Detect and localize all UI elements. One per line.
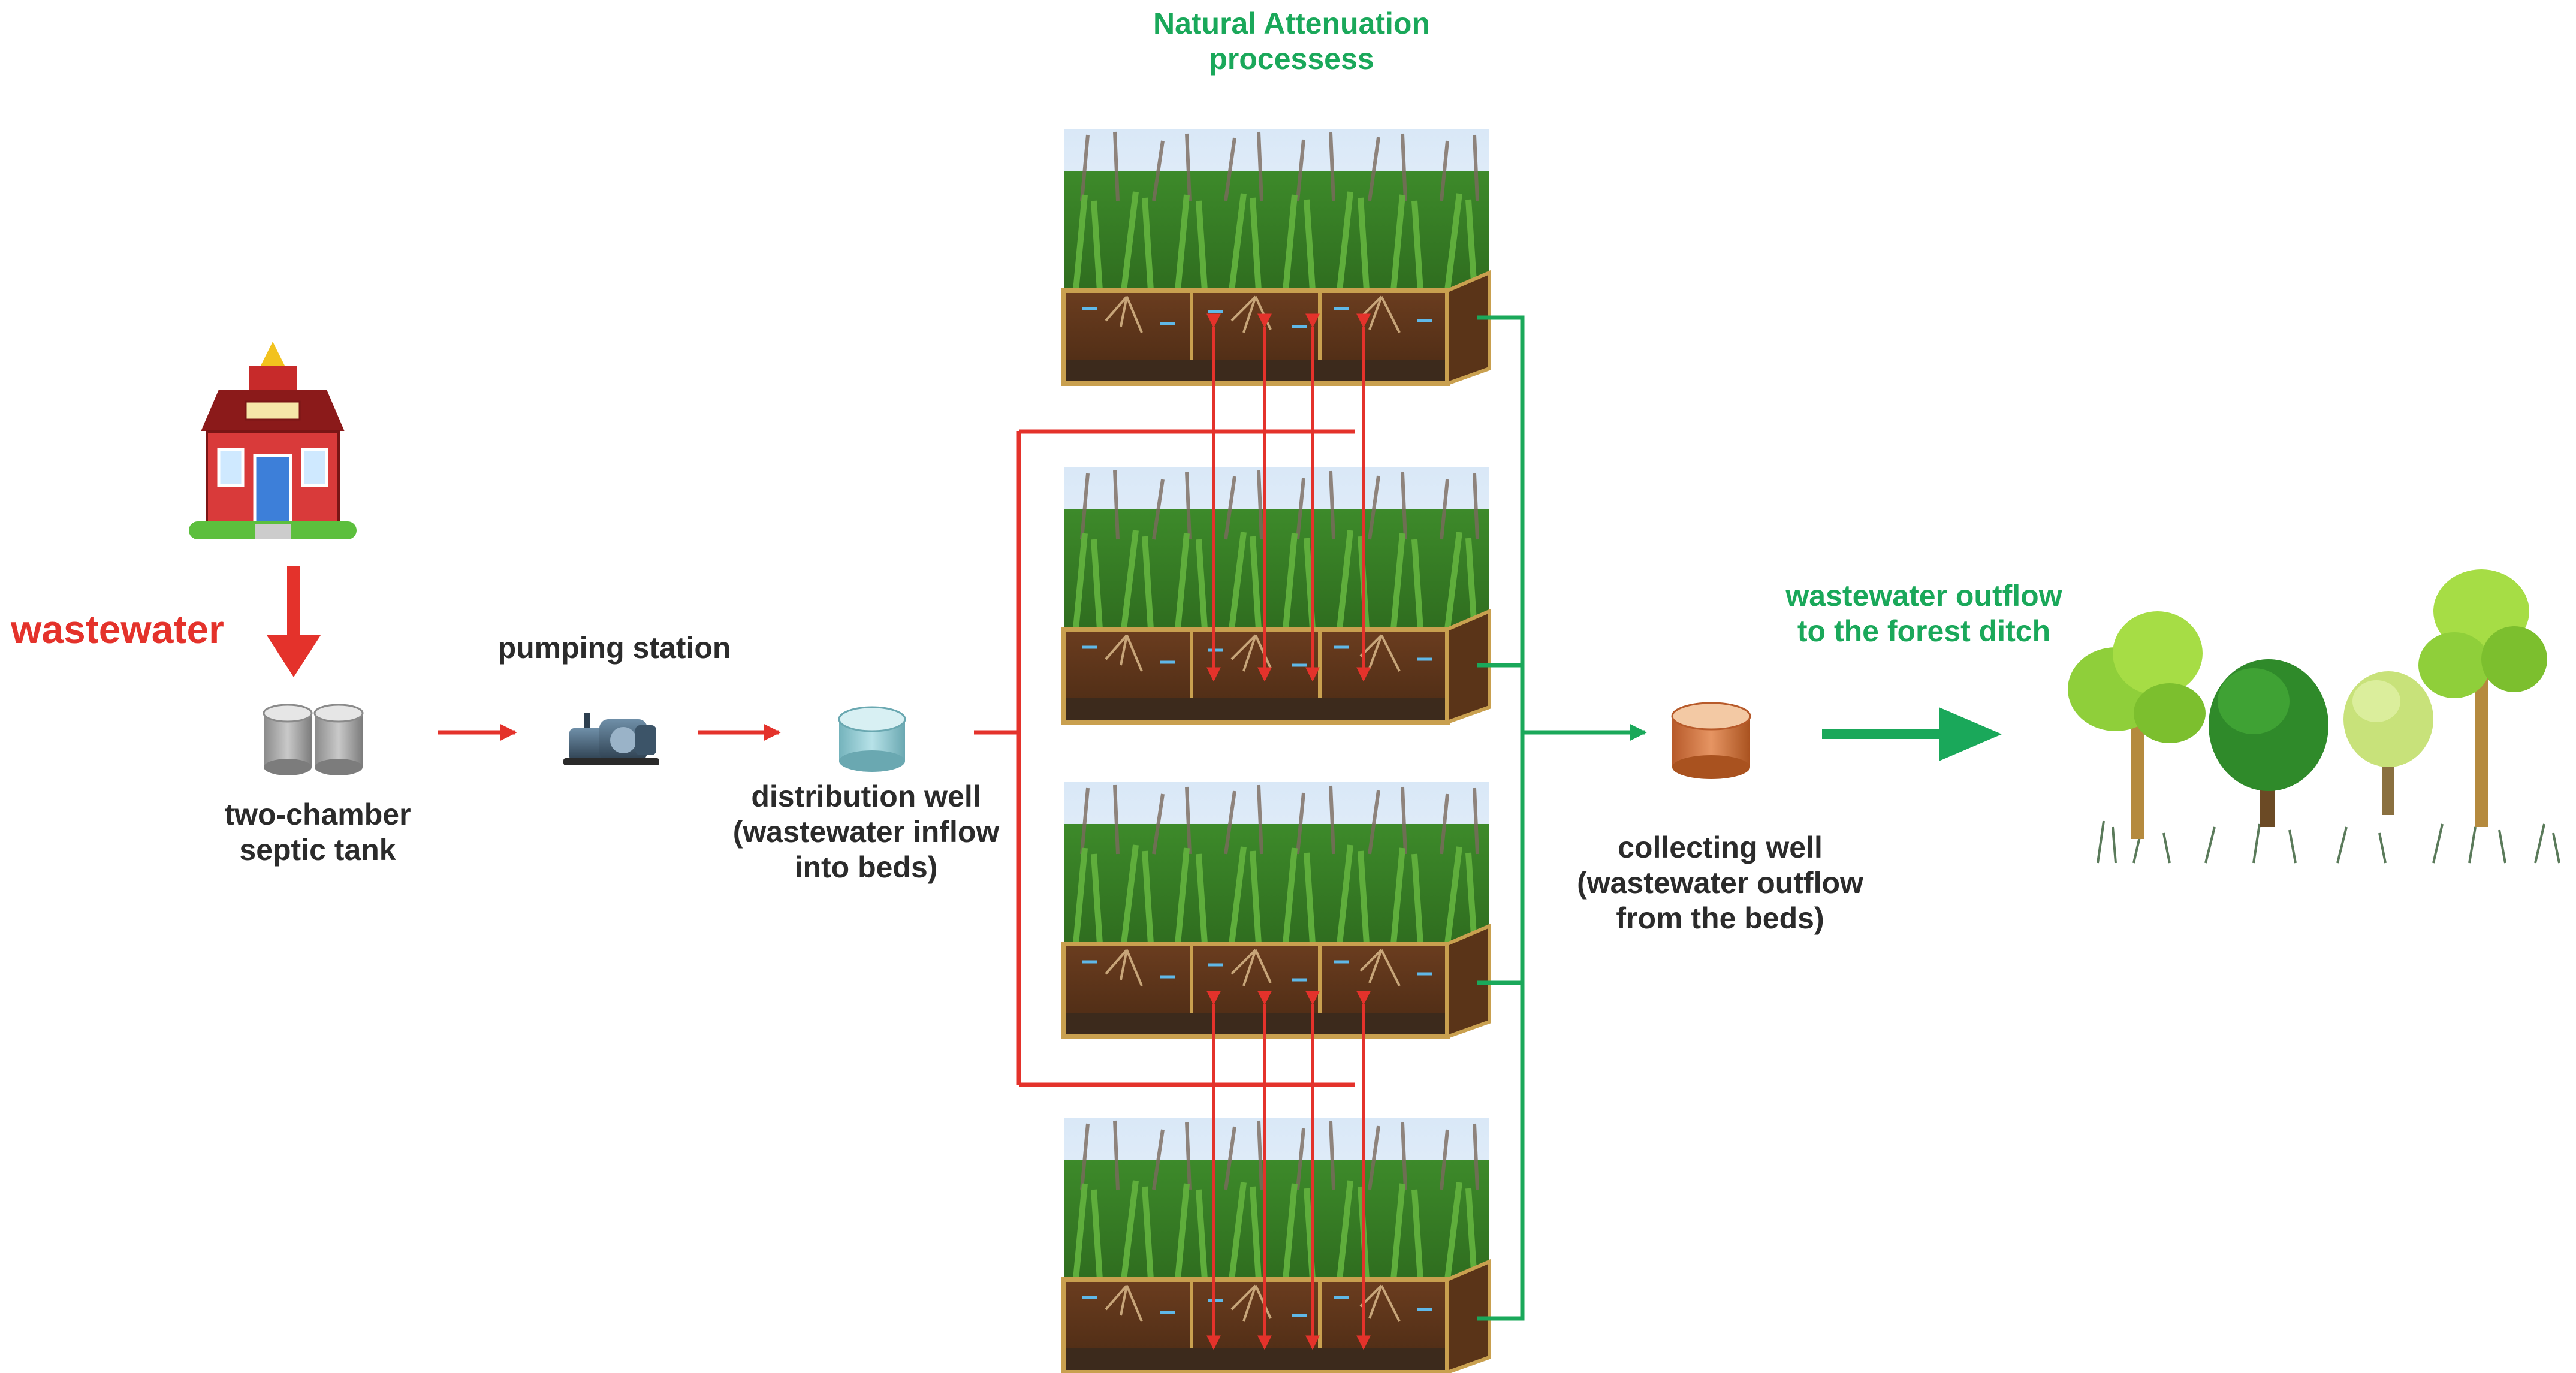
reed-bed-1 (1064, 129, 1489, 384)
collecting-well-icon (1671, 702, 1751, 779)
wastewater-label: wastewater (11, 607, 224, 651)
reed-bed-3 (1064, 782, 1489, 1037)
red-riser-arrows-top (1206, 313, 1371, 682)
septic-tank-label: two-chamber septic tank (198, 797, 438, 868)
outflow-line-2: to the forest ditch (1797, 614, 2051, 648)
distribution-well-label: distribution well (wastewater inflow int… (704, 779, 1028, 885)
collecting-well-line-3: from the beds) (1616, 901, 1824, 935)
reed-bed-4 (1064, 1118, 1489, 1372)
natural-attenuation-title: Natural Attenuation processess (1091, 6, 1492, 77)
green-outflow-pipes (1477, 315, 1525, 1321)
outflow-line-1: wastewater outflow (1785, 579, 2062, 612)
trees-icon (2068, 569, 2560, 864)
red-inflow-pipes (974, 429, 1355, 1087)
natural-attenuation-line-1: Natural Attenuation (1153, 7, 1431, 40)
distribution-well-icon (838, 706, 906, 772)
pump-motor-icon (563, 713, 659, 765)
septic-tank-line-1: two-chamber (224, 798, 411, 831)
reed-bed-2 (1064, 467, 1489, 722)
two-chamber-tank-icon (263, 704, 364, 775)
outflow-arrow (1822, 707, 2002, 761)
distribution-well-line-2: (wastewater inflow (732, 815, 1000, 849)
natural-attenuation-line-2: processess (1209, 42, 1374, 76)
collecting-well-label: collecting well (wastewater outflow from… (1552, 830, 1888, 936)
septic-tank-line-2: septic tank (239, 833, 396, 867)
distribution-well-line-3: into beds) (794, 850, 938, 884)
pumping-station-label: pumping station (497, 631, 731, 665)
school-building-icon (189, 342, 357, 539)
outflow-label: wastewater outflow to the forest ditch (1738, 578, 2110, 649)
red-riser-arrows-bottom (1206, 991, 1371, 1350)
collecting-well-line-1: collecting well (1618, 831, 1823, 864)
distribution-well-line-1: distribution well (751, 780, 981, 813)
wastewater-down-arrow (267, 566, 321, 677)
collecting-well-line-2: (wastewater outflow (1577, 866, 1863, 900)
